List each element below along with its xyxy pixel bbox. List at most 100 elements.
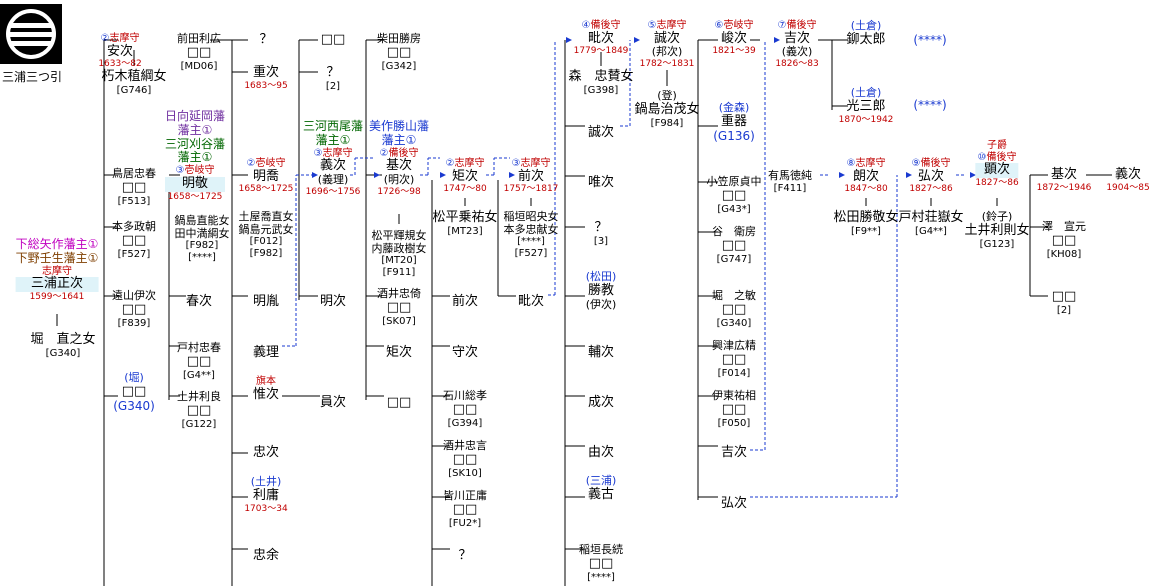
ref-code: [G394] bbox=[447, 417, 483, 429]
person-y2: 本多政朝□□[F527] bbox=[112, 220, 156, 260]
person-akitsugu3-w: (鈴子)土井利則女[G123] bbox=[964, 210, 1030, 250]
relation-name: 伊東祐相 bbox=[712, 389, 756, 402]
person-name: 土井利則女 bbox=[964, 222, 1030, 238]
life-dates: 1747～80 bbox=[443, 184, 487, 195]
person-seiji: 誠次 bbox=[587, 125, 615, 141]
person-y5: (堀)□□(G340) bbox=[113, 371, 155, 413]
person-akitsugu2-w: 松田勝敬女[F9**] bbox=[833, 210, 898, 237]
person-name: 堀 直之女 bbox=[30, 332, 96, 347]
office-title: 備後守 bbox=[786, 20, 817, 31]
adoption-arrow bbox=[566, 37, 572, 43]
ref-code: [F982] bbox=[185, 240, 219, 252]
person-name: 由次 bbox=[587, 445, 615, 460]
person-tadatsugu: 忠次 bbox=[252, 445, 280, 461]
life-dates: 1827～86 bbox=[909, 184, 953, 195]
domain-label: 三河西尾藩 bbox=[302, 119, 364, 133]
person-name: 矩次 bbox=[451, 168, 479, 184]
person-c4-top: 柴田勝房□□[G342] bbox=[377, 32, 421, 72]
person-c7-q: ？[3] bbox=[594, 220, 608, 247]
relation-name: 堀 之敏 bbox=[712, 289, 756, 302]
alt-name: (義次) bbox=[781, 45, 813, 59]
spouse-name: 松平輝規女 bbox=[371, 229, 427, 242]
person-keitaro: (土倉)鉚太郎 bbox=[846, 19, 885, 48]
ref-code: [G340] bbox=[716, 317, 752, 329]
person-noritsugu: 矩次 bbox=[385, 345, 413, 361]
office-title: 備後守 bbox=[590, 20, 621, 31]
person-c4-b1: 酒井忠倚□□[SK07] bbox=[377, 287, 421, 327]
person-name: □□ bbox=[721, 401, 747, 417]
person-c9-b4: 興津広精□□[F014] bbox=[712, 339, 756, 379]
crest-graphic bbox=[6, 9, 56, 59]
person-name: □□ bbox=[121, 301, 147, 317]
person-yoshitsugu3: 由次 bbox=[587, 445, 615, 461]
person-name: □□ bbox=[1051, 232, 1077, 248]
person-name: □□ bbox=[121, 232, 147, 248]
domain-label: 子爵 bbox=[986, 140, 1007, 151]
ref-code: [MT23] bbox=[447, 225, 483, 237]
domain-label: (金森) bbox=[718, 101, 750, 114]
alt-name: (邦次) bbox=[651, 45, 683, 59]
alt-name: (義理) bbox=[317, 173, 349, 187]
life-dates: 1827～86 bbox=[975, 177, 1019, 188]
succession-number: ④ bbox=[581, 20, 591, 31]
person-name: 毗次 bbox=[587, 30, 614, 46]
person-c5-b3: 皆川正庸□□[FU2*] bbox=[443, 489, 487, 529]
life-dates: 1658～1725 bbox=[238, 184, 294, 195]
person-name: 守次 bbox=[451, 345, 479, 360]
person-name: ？ bbox=[326, 65, 340, 80]
person-name: 忠次 bbox=[252, 445, 280, 460]
person-name: 成次 bbox=[587, 395, 615, 410]
person-name: □□ bbox=[721, 187, 747, 203]
adoption-arrow bbox=[906, 172, 912, 178]
person-name: ？ bbox=[594, 220, 608, 235]
person-name: 義次 bbox=[319, 158, 347, 174]
person-name: 明喬 bbox=[252, 168, 279, 184]
person-katsunori: (松田)勝教(伊次) bbox=[586, 270, 617, 311]
note: [2] bbox=[325, 80, 341, 92]
person-name: □□ bbox=[386, 299, 412, 315]
adoption-arrow bbox=[634, 37, 640, 43]
domain-label: 美作勝山藩 bbox=[368, 119, 430, 133]
person-name: 鍋島治茂女 bbox=[634, 101, 700, 117]
person-noritsugu2-w: 松平乗祐女[MT23] bbox=[432, 210, 498, 237]
ref-code: [G43*] bbox=[717, 203, 751, 215]
ref-code: [F982] bbox=[249, 247, 283, 259]
succession-number: ⑩ bbox=[977, 151, 987, 163]
person-name: 基次 bbox=[1050, 167, 1077, 182]
person-name: 朗次 bbox=[852, 168, 880, 184]
succession-number: ② bbox=[379, 147, 389, 159]
person-name: 重器 bbox=[720, 113, 748, 129]
succession-label: ②志摩守 bbox=[98, 33, 141, 45]
person-name: 利庸 bbox=[252, 487, 280, 503]
person-y3: 遠山伊次□□[F839] bbox=[112, 289, 156, 329]
relation-name: 遠山伊次 bbox=[112, 289, 156, 302]
succession-number: ② bbox=[445, 158, 455, 169]
person-name: 矩次 bbox=[385, 345, 413, 360]
ref-code: [G4**] bbox=[915, 225, 947, 237]
person-name: 誠次 bbox=[587, 125, 615, 140]
mitsubiki-crest-icon bbox=[0, 4, 62, 64]
succession-label: ③壱岐守 bbox=[165, 165, 225, 177]
office-title: 備後守 bbox=[388, 147, 419, 159]
spouse-name: 本多忠献女 bbox=[503, 222, 559, 236]
life-dates: 1757～1817 bbox=[503, 184, 559, 195]
ref-code: [G4**] bbox=[183, 369, 215, 381]
person-kotsugu: 毗次 bbox=[518, 294, 544, 310]
ref-code: [G340] bbox=[45, 347, 81, 359]
person-harutsugu: 春次 bbox=[186, 294, 212, 310]
person-name: 松平乗祐女 bbox=[432, 210, 498, 225]
person-name: □□ bbox=[721, 237, 747, 253]
domain-label: (土倉) bbox=[850, 19, 882, 32]
person-name: 明次 bbox=[319, 294, 347, 309]
person-seiji2-w: (登)鍋島治茂女[F984] bbox=[634, 89, 700, 129]
person-c2-q: ？ bbox=[259, 32, 272, 48]
person-akitaka-w: 鍋島直能女田中満綱女[F982][****] bbox=[174, 214, 230, 263]
person-name: 義次 bbox=[1114, 167, 1142, 182]
ref-code: [MD06] bbox=[180, 60, 218, 72]
relation-name: 鳥居忠春 bbox=[112, 167, 156, 180]
succession-number: ③ bbox=[175, 165, 185, 177]
spouse-name: 鍋島直能女 bbox=[174, 214, 230, 227]
